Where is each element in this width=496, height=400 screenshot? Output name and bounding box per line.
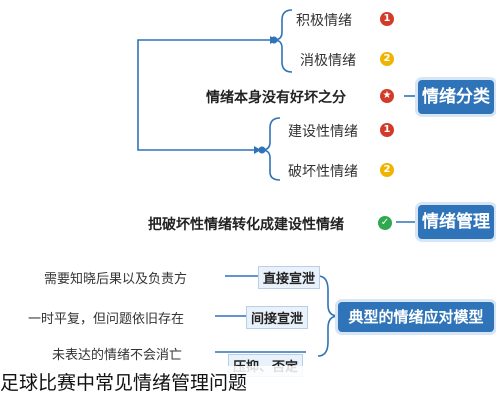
item-label: 消极情绪 [300,53,356,69]
badge-2-icon: 2 [380,163,394,177]
badge-1-icon: 1 [380,123,394,137]
category-emotion-types: 情绪分类 [418,80,494,114]
emotion-item-negative: 消极情绪 [300,50,356,70]
coping-desc-1: 需要知晓后果以及负责方 [44,272,188,287]
coping-desc-3: 未表达的情绪不会消亡 [52,348,183,363]
emotion-item-constructive: 建设性情绪 [288,121,358,141]
emotion-center-text: 情绪本身没有好坏之分 [206,90,346,106]
management-text: 把破坏性情绪转化成建设性情绪 [148,217,344,233]
check-icon: ✓ [378,216,392,230]
category-emotion-management: 情绪管理 [418,205,494,239]
item-label: 积极情绪 [296,13,352,29]
category-typical-coping: 典型的情绪应对模型 [338,302,494,332]
badge-2-icon: 2 [380,52,394,66]
star-icon: ★ [380,89,394,103]
item-label: 破坏性情绪 [288,164,358,180]
emotion-item-positive: 积极情绪 [296,10,352,30]
coping-tag-2: 间接宣泄 [246,306,309,329]
item-label: 建设性情绪 [288,124,358,140]
coping-desc-2: 一时平复，但问题依旧存在 [28,312,185,327]
caption-text: 足球比赛中常见情绪管理问题 [0,366,496,400]
coping-tag-1: 直接宣泄 [258,266,321,289]
badge-1-icon: 1 [380,12,394,26]
emotion-item-destructive: 破坏性情绪 [288,161,358,181]
